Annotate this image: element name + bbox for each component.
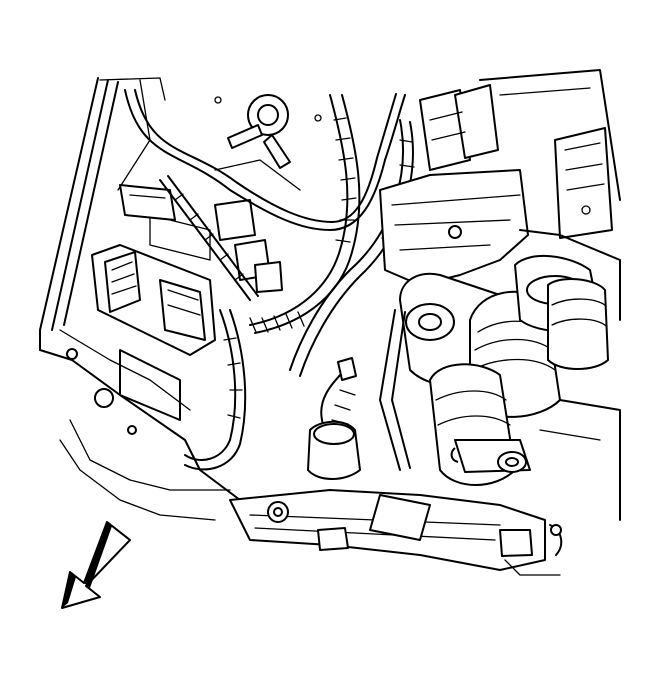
- sensor-pigtail: [307, 357, 361, 480]
- engine-top: [379, 69, 621, 286]
- radiator-support: [39, 77, 241, 521]
- wiring-harness: [124, 89, 415, 471]
- connector-cluster: [119, 159, 301, 293]
- relay-block: [91, 214, 216, 421]
- lower-crossmember: [229, 489, 563, 576]
- lower-bracket: [450, 399, 621, 521]
- right-module: [519, 127, 621, 321]
- direction-arrow-icon: [61, 521, 131, 609]
- lifting-bracket: [214, 94, 322, 169]
